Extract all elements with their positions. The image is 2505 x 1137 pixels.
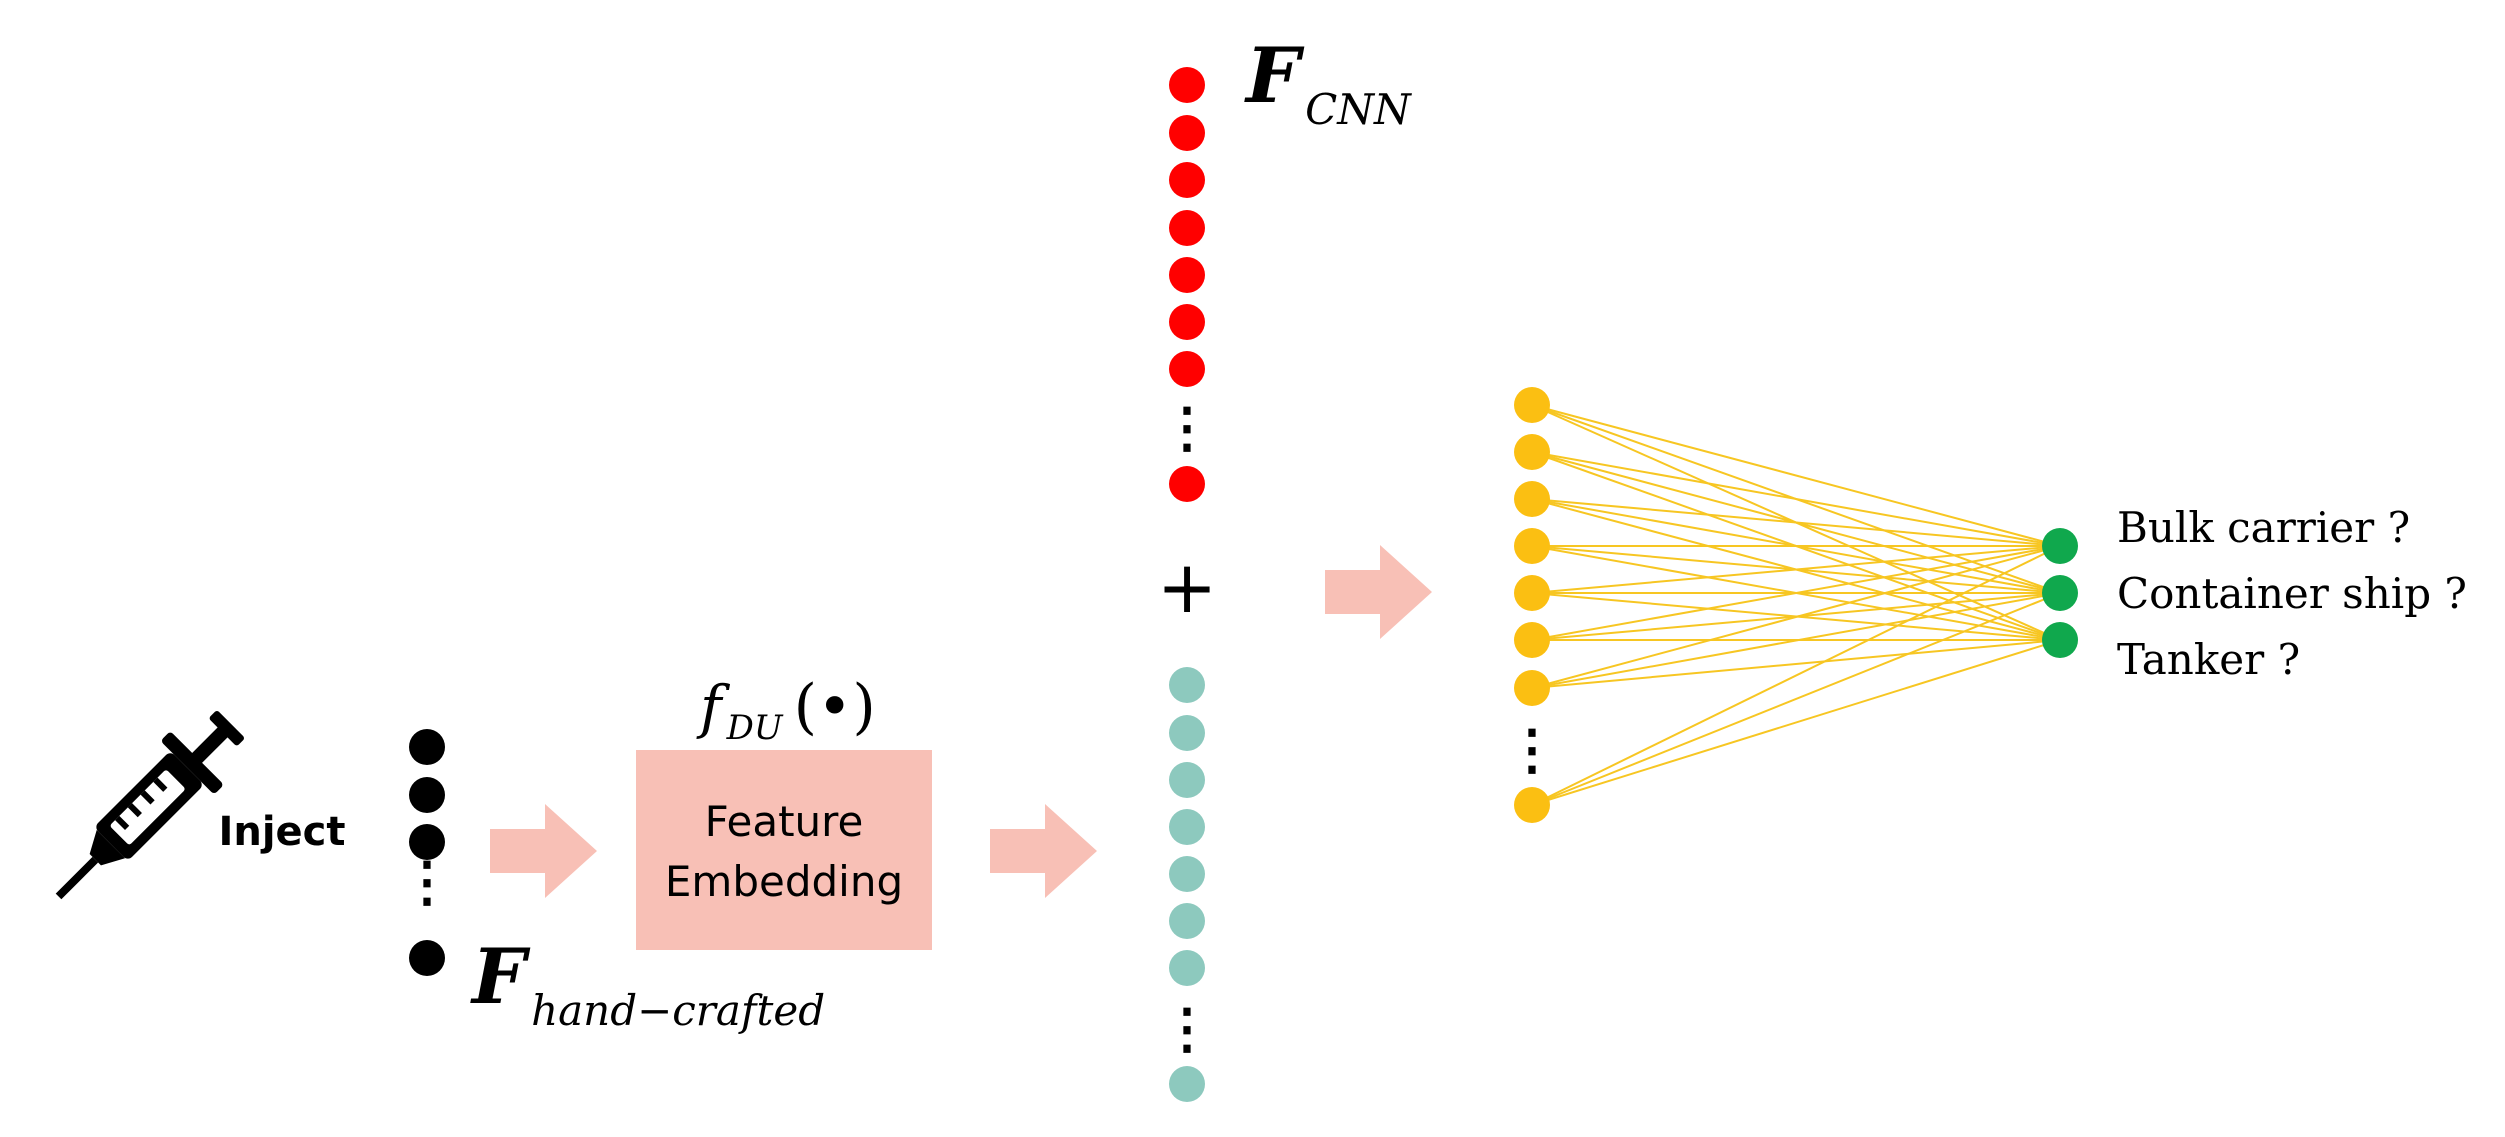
hand-crafted-feature-label: F hand−crafted [470,932,825,1035]
cnn-feature-node [1169,115,1205,151]
hidden-ellipsis: ⋮ [1505,717,1559,781]
hidden-node [1514,387,1550,423]
input-node [409,824,445,860]
cnn-subscript: CNN [1305,85,1412,134]
hand-crafted-feature-node [1169,1066,1205,1102]
hand-crafted-feature-node [1169,903,1205,939]
hidden-node [1514,434,1550,470]
input-node-column [409,729,445,976]
arrow-embedding-to-features [990,804,1097,898]
inject-label: Inject [218,809,345,855]
feature-embedding-line2: Embedding [665,857,903,906]
concatenation-plus: + [1157,545,1217,629]
cnn-feature-node [1169,466,1205,502]
cnn-node-column [1169,67,1205,502]
function-subscript: DU [726,708,784,748]
feature-embedding-box [636,750,932,950]
hand-crafted-subscript: hand−crafted [531,986,825,1035]
feature-embedding-line1: Feature [705,797,864,846]
connection-line [1531,639,2061,689]
input-node [409,729,445,765]
hand-crafted-node-column [1169,667,1205,1102]
connection-line [1531,451,2061,547]
connection-line [1531,545,2061,689]
function-argument: (•) [794,672,876,742]
hidden-node [1514,622,1550,658]
input-node [409,940,445,976]
output-label-tanker: Tanker ? [2117,635,2300,684]
output-label-bulk-carrier: Bulk carrier ? [2117,503,2410,552]
hand-crafted-feature-node [1169,667,1205,703]
syringe-icon [55,711,244,900]
cnn-ellipsis: ⋮ [1160,395,1214,459]
connection-line [1531,498,2061,547]
input-node [409,777,445,813]
fully-connected-links [1531,404,2061,806]
output-node [2042,575,2078,611]
hand-crafted-feature-node [1169,715,1205,751]
hand-crafted-feature-node [1169,856,1205,892]
cnn-feature-node [1169,67,1205,103]
connection-line [1531,639,2061,806]
hidden-node [1514,670,1550,706]
output-node-column [2042,528,2078,658]
hidden-node [1514,528,1550,564]
input-ellipsis: ⋮ [400,849,454,913]
hidden-node [1514,787,1550,823]
hand-crafted-feature-node [1169,809,1205,845]
hand-crafted-feature-node [1169,762,1205,798]
output-node [2042,622,2078,658]
hidden-node [1514,481,1550,517]
hidden-node-column [1514,387,1550,823]
cnn-feature-node [1169,257,1205,293]
hidden-node [1514,575,1550,611]
connection-line [1531,545,2061,594]
arrow-input-to-embedding [490,804,597,898]
cnn-feature-node [1169,304,1205,340]
cnn-feature-label: F CNN [1244,31,1412,134]
cnn-symbol: F [1244,31,1305,120]
connection-line [1531,592,2061,806]
output-label-container-ship: Container ship ? [2117,569,2467,618]
hand-crafted-symbol: F [470,932,531,1021]
embedding-function-label: f DU (•) [696,672,876,748]
output-node [2042,528,2078,564]
connection-line [1531,592,2061,689]
connection-line [1531,545,2061,806]
connection-line [1531,404,2061,547]
hand-crafted-ellipsis: ⋮ [1160,996,1214,1060]
arrow-features-to-classifier [1325,545,1432,639]
cnn-feature-node [1169,210,1205,246]
cnn-feature-node [1169,351,1205,387]
hand-crafted-feature-node [1169,950,1205,986]
cnn-feature-node [1169,162,1205,198]
connection-line [1531,545,2061,641]
